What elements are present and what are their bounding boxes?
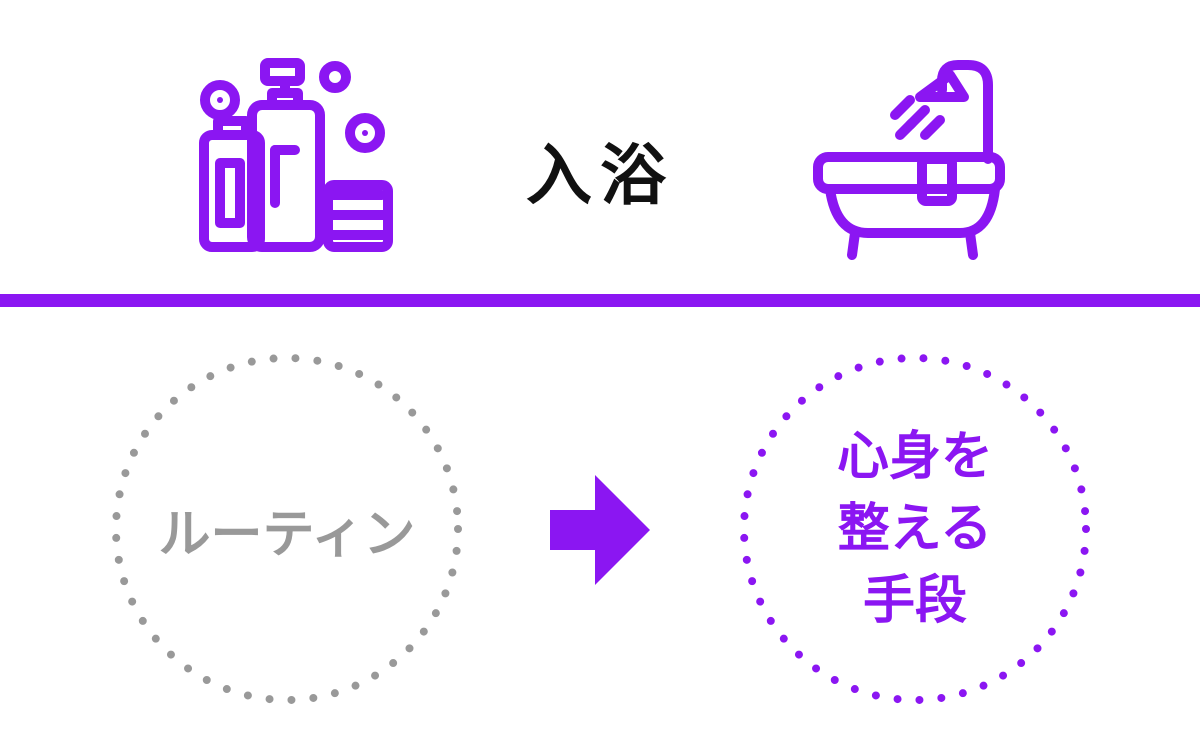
means-label: 心身を 整える 手段 bbox=[734, 348, 1096, 710]
means-circle bbox=[734, 348, 1096, 710]
shampoo-bottles-icon bbox=[190, 55, 400, 265]
page-title: 入浴 bbox=[526, 137, 674, 214]
divider-line bbox=[0, 292, 1200, 307]
bathtub-shower-icon bbox=[800, 55, 1020, 265]
right-arrow-icon bbox=[545, 470, 655, 590]
routine-circle bbox=[106, 348, 468, 710]
routine-label: ルーティン bbox=[158, 504, 416, 565]
means-label-line-1: 心身を bbox=[836, 427, 993, 487]
means-label-line-2: 整える bbox=[837, 499, 993, 559]
means-label-line-3: 手段 bbox=[862, 571, 967, 631]
